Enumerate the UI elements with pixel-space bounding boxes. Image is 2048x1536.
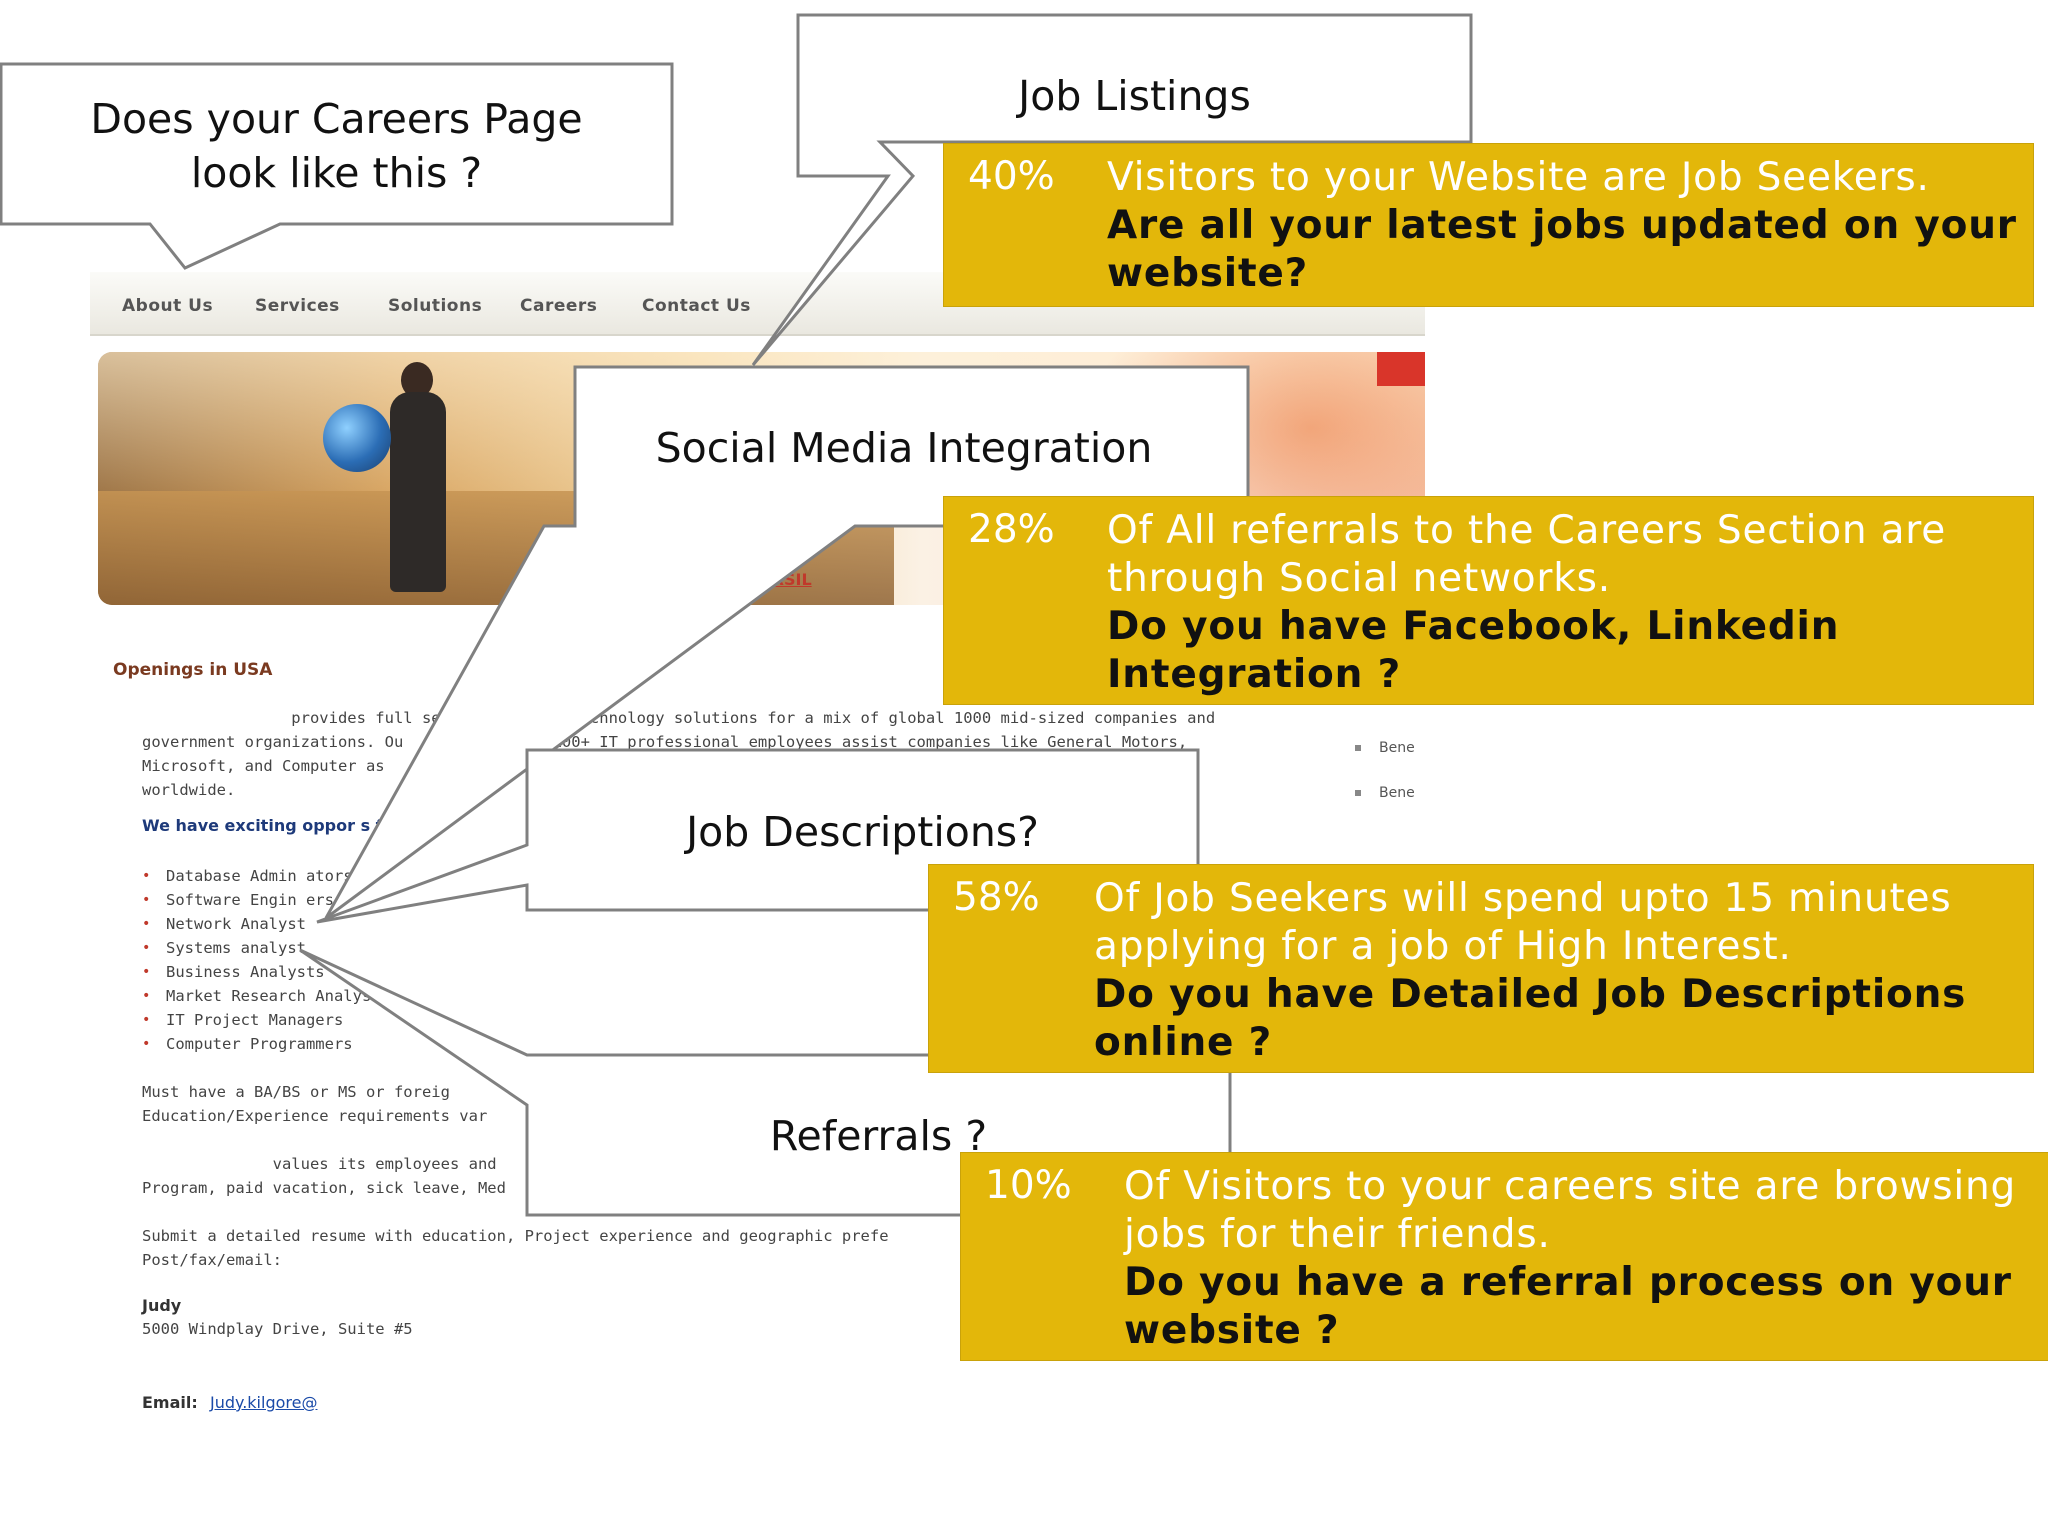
stat-line: applying for a job of High Interest. bbox=[1094, 924, 1792, 969]
stat-body: Visitors to your Website are Job Seekers… bbox=[1107, 154, 2033, 298]
stat-line: Of Visitors to your careers site are bro… bbox=[1124, 1164, 2017, 1209]
stat-body: Of Job Seekers will spend upto 15 minute… bbox=[1094, 875, 1994, 1067]
side-benefit-item: Bene bbox=[1355, 740, 1415, 756]
careers-question-line-2: look like this ? bbox=[190, 149, 483, 197]
job-listings-label: Job Listings bbox=[1018, 72, 1251, 120]
nav-about-us[interactable]: About Us bbox=[122, 296, 214, 316]
nav-contact-us[interactable]: Contact Us bbox=[642, 296, 751, 316]
stat-percent: 10% bbox=[985, 1163, 1072, 1208]
social-media-label: Social Media Integration bbox=[655, 424, 1153, 472]
stat-line: jobs for their friends. bbox=[1124, 1212, 1551, 1257]
side-benefit-item: Bene bbox=[1355, 785, 1415, 801]
job-listings-callout bbox=[751, 13, 1473, 366]
stat-body: Of All referrals to the Careers Section … bbox=[1107, 507, 1987, 699]
side-benefit-label: Bene bbox=[1379, 740, 1415, 756]
stat-body: Of Visitors to your careers site are bro… bbox=[1124, 1163, 2024, 1355]
careers-question-bubble bbox=[0, 62, 674, 270]
list-item: Database Admin ators bbox=[142, 864, 381, 888]
intro-line-4: worldwide. bbox=[142, 781, 236, 799]
submit-line-1: Submit a detailed resume with education,… bbox=[142, 1227, 889, 1245]
side-benefit-label: Bene bbox=[1379, 785, 1415, 801]
openings-heading: Openings in USA bbox=[113, 660, 273, 680]
exciting-heading: We have exciting oppor s for: bbox=[142, 816, 408, 835]
careers-question-text: Does your Careers Page look like this ? bbox=[1, 92, 672, 200]
stat-question: Are all your latest jobs updated on your… bbox=[1107, 203, 2017, 296]
list-item: Software Engin ers bbox=[142, 888, 381, 912]
list-item: Market Research Analyst bbox=[142, 984, 381, 1008]
requirements-line-2: Education/Experience requirements var bbox=[142, 1107, 488, 1125]
job-descriptions-label: Job Descriptions? bbox=[686, 808, 1039, 856]
stat-box-job-descriptions: 58% Of Job Seekers will spend upto 15 mi… bbox=[928, 864, 2034, 1073]
stat-line: through Social networks. bbox=[1107, 556, 1611, 601]
submit-line-2: Post/fax/email: bbox=[142, 1251, 282, 1269]
stat-question: Do you have Detailed Job Descriptions on… bbox=[1094, 972, 1967, 1065]
businessman-figure bbox=[390, 392, 446, 592]
stat-percent: 28% bbox=[968, 507, 1055, 552]
requirements-line-1: Must have a BA/BS or MS or foreig d fiel… bbox=[142, 1083, 1113, 1101]
referrals-label: Referrals ? bbox=[769, 1112, 988, 1160]
contact-address: 5000 Windplay Drive, Suite #5 bbox=[142, 1320, 413, 1338]
stat-box-social-referrals: 28% Of All referrals to the Careers Sect… bbox=[943, 496, 2034, 705]
stat-line: Of All referrals to the Careers Section … bbox=[1107, 508, 1947, 553]
benefits-line-1: values its employees and bbox=[142, 1155, 497, 1173]
banner-red-tab bbox=[1377, 352, 1425, 386]
careers-question-line-1: Does your Careers Page bbox=[90, 95, 583, 143]
stat-percent: 58% bbox=[953, 875, 1040, 920]
globe-icon bbox=[323, 404, 391, 472]
stat-line: Of Job Seekers will spend upto 15 minute… bbox=[1094, 876, 1952, 921]
list-item: Business Analysts bbox=[142, 960, 381, 984]
stat-line: Visitors to your Website are Job Seekers… bbox=[1107, 155, 1930, 200]
bullet-icon bbox=[1355, 790, 1361, 796]
benefits-line-2: Program, paid vacation, sick leave, Med bbox=[142, 1179, 506, 1197]
stat-box-job-seekers: 40% Visitors to your Website are Job See… bbox=[943, 143, 2034, 307]
nav-solutions[interactable]: Solutions bbox=[388, 296, 483, 316]
list-item: IT Project Managers bbox=[142, 1008, 381, 1032]
nav-services[interactable]: Services bbox=[255, 296, 340, 316]
contact-name: Judy bbox=[142, 1296, 182, 1315]
bullet-icon bbox=[1355, 745, 1361, 751]
stat-question: Do you have a referral process on your w… bbox=[1124, 1260, 2012, 1353]
stat-box-referrals: 10% Of Visitors to your careers site are… bbox=[960, 1152, 2048, 1361]
email-link[interactable]: Judy.kilgore@ bbox=[210, 1393, 318, 1412]
list-item: Computer Programmers bbox=[142, 1032, 381, 1056]
stat-percent: 40% bbox=[968, 154, 1055, 199]
stat-question: Do you have Facebook, Linkedin Integrati… bbox=[1107, 604, 1840, 697]
job-openings-list: Database Admin ators Software Engin ers … bbox=[142, 864, 381, 1056]
email-label: Email: bbox=[142, 1393, 198, 1412]
list-item: Systems analyst bbox=[142, 936, 381, 960]
nav-careers[interactable]: Careers bbox=[520, 296, 598, 316]
list-item: Network Analyst bbox=[142, 912, 381, 936]
